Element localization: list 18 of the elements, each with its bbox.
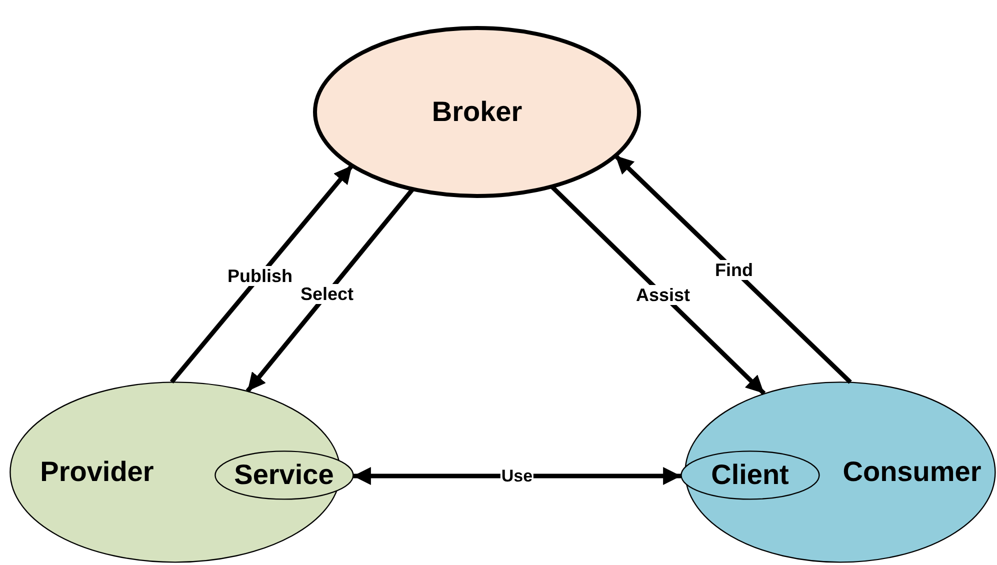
service-ellipse: [214, 450, 354, 500]
edge-label: Assist: [634, 285, 692, 305]
arrow: [170, 164, 354, 384]
edge-label: Select: [299, 284, 355, 304]
provider-ellipse: [8, 380, 342, 564]
node-label: Broker: [432, 98, 522, 126]
arrow: [352, 467, 682, 485]
consumer-ellipse: [684, 380, 996, 564]
node-label: Client: [711, 460, 789, 489]
edge-label: Find: [714, 260, 754, 280]
broker-ellipse: [311, 24, 643, 200]
node-label: Consumer: [842, 458, 982, 486]
node-label: Service: [234, 460, 334, 489]
edge-label: Publish: [226, 266, 294, 286]
node-label: Provider: [40, 458, 154, 486]
arrow: [614, 154, 852, 384]
arrow: [550, 184, 766, 396]
arrow: [246, 188, 414, 393]
